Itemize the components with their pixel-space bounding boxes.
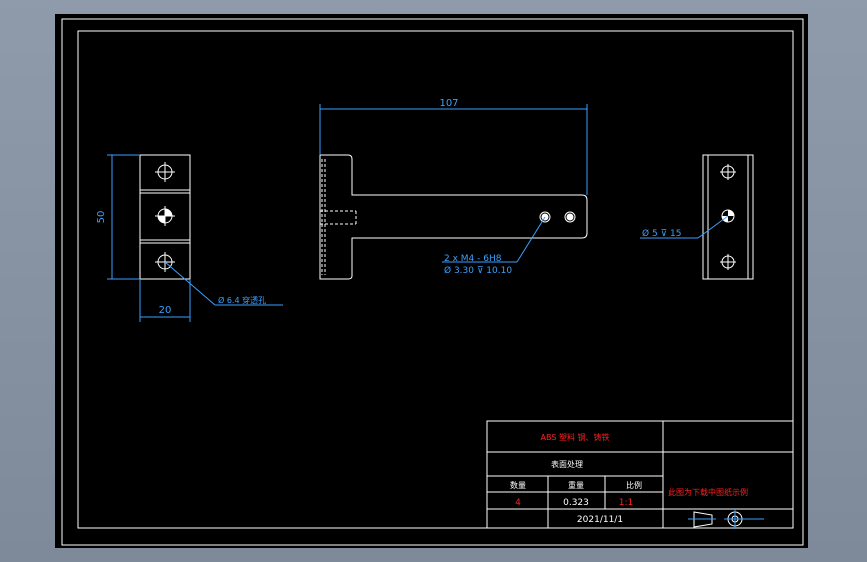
col-weight-label: 重量 [568, 480, 584, 490]
sheet-background [55, 14, 808, 548]
thread-spec-line2: Ø 3.30 ⊽ 10.10 [444, 265, 512, 276]
dim-height-left: 50 [96, 211, 107, 224]
qty-value: 4 [515, 498, 521, 508]
right-view-dimensions [640, 215, 729, 239]
col-qty-label: 数量 [510, 480, 526, 490]
hole-spec-right: Ø 5 ⊽ 15 [642, 228, 681, 239]
dim-overall-length: 107 [439, 98, 458, 109]
left-hole-note: Ø 6.4 穿透孔 [218, 295, 266, 305]
left-view [139, 154, 191, 280]
right-view [702, 154, 754, 280]
dim-width-left: 20 [159, 305, 172, 316]
title-material: ABS 塑料 钢、铸铁 [541, 432, 610, 442]
title-block [486, 420, 794, 529]
title-surface-label: 表面处理 [551, 459, 583, 469]
outer-border [61, 18, 804, 546]
center-view-dimensions [319, 104, 588, 263]
thread-spec-line1: 2 x M4 - 6H8 [444, 254, 502, 264]
weight-value: 0.323 [563, 498, 589, 508]
center-view [319, 154, 588, 280]
company-note: 此图为下载中图纸示例 [668, 487, 748, 497]
col-scale-label: 比例 [626, 480, 642, 490]
left-view-dimensions [107, 154, 283, 322]
date-value: 2021/11/1 [577, 515, 623, 525]
scale-value: 1:1 [619, 498, 633, 508]
inner-border [77, 30, 794, 529]
projection-symbol-icon [688, 509, 764, 529]
